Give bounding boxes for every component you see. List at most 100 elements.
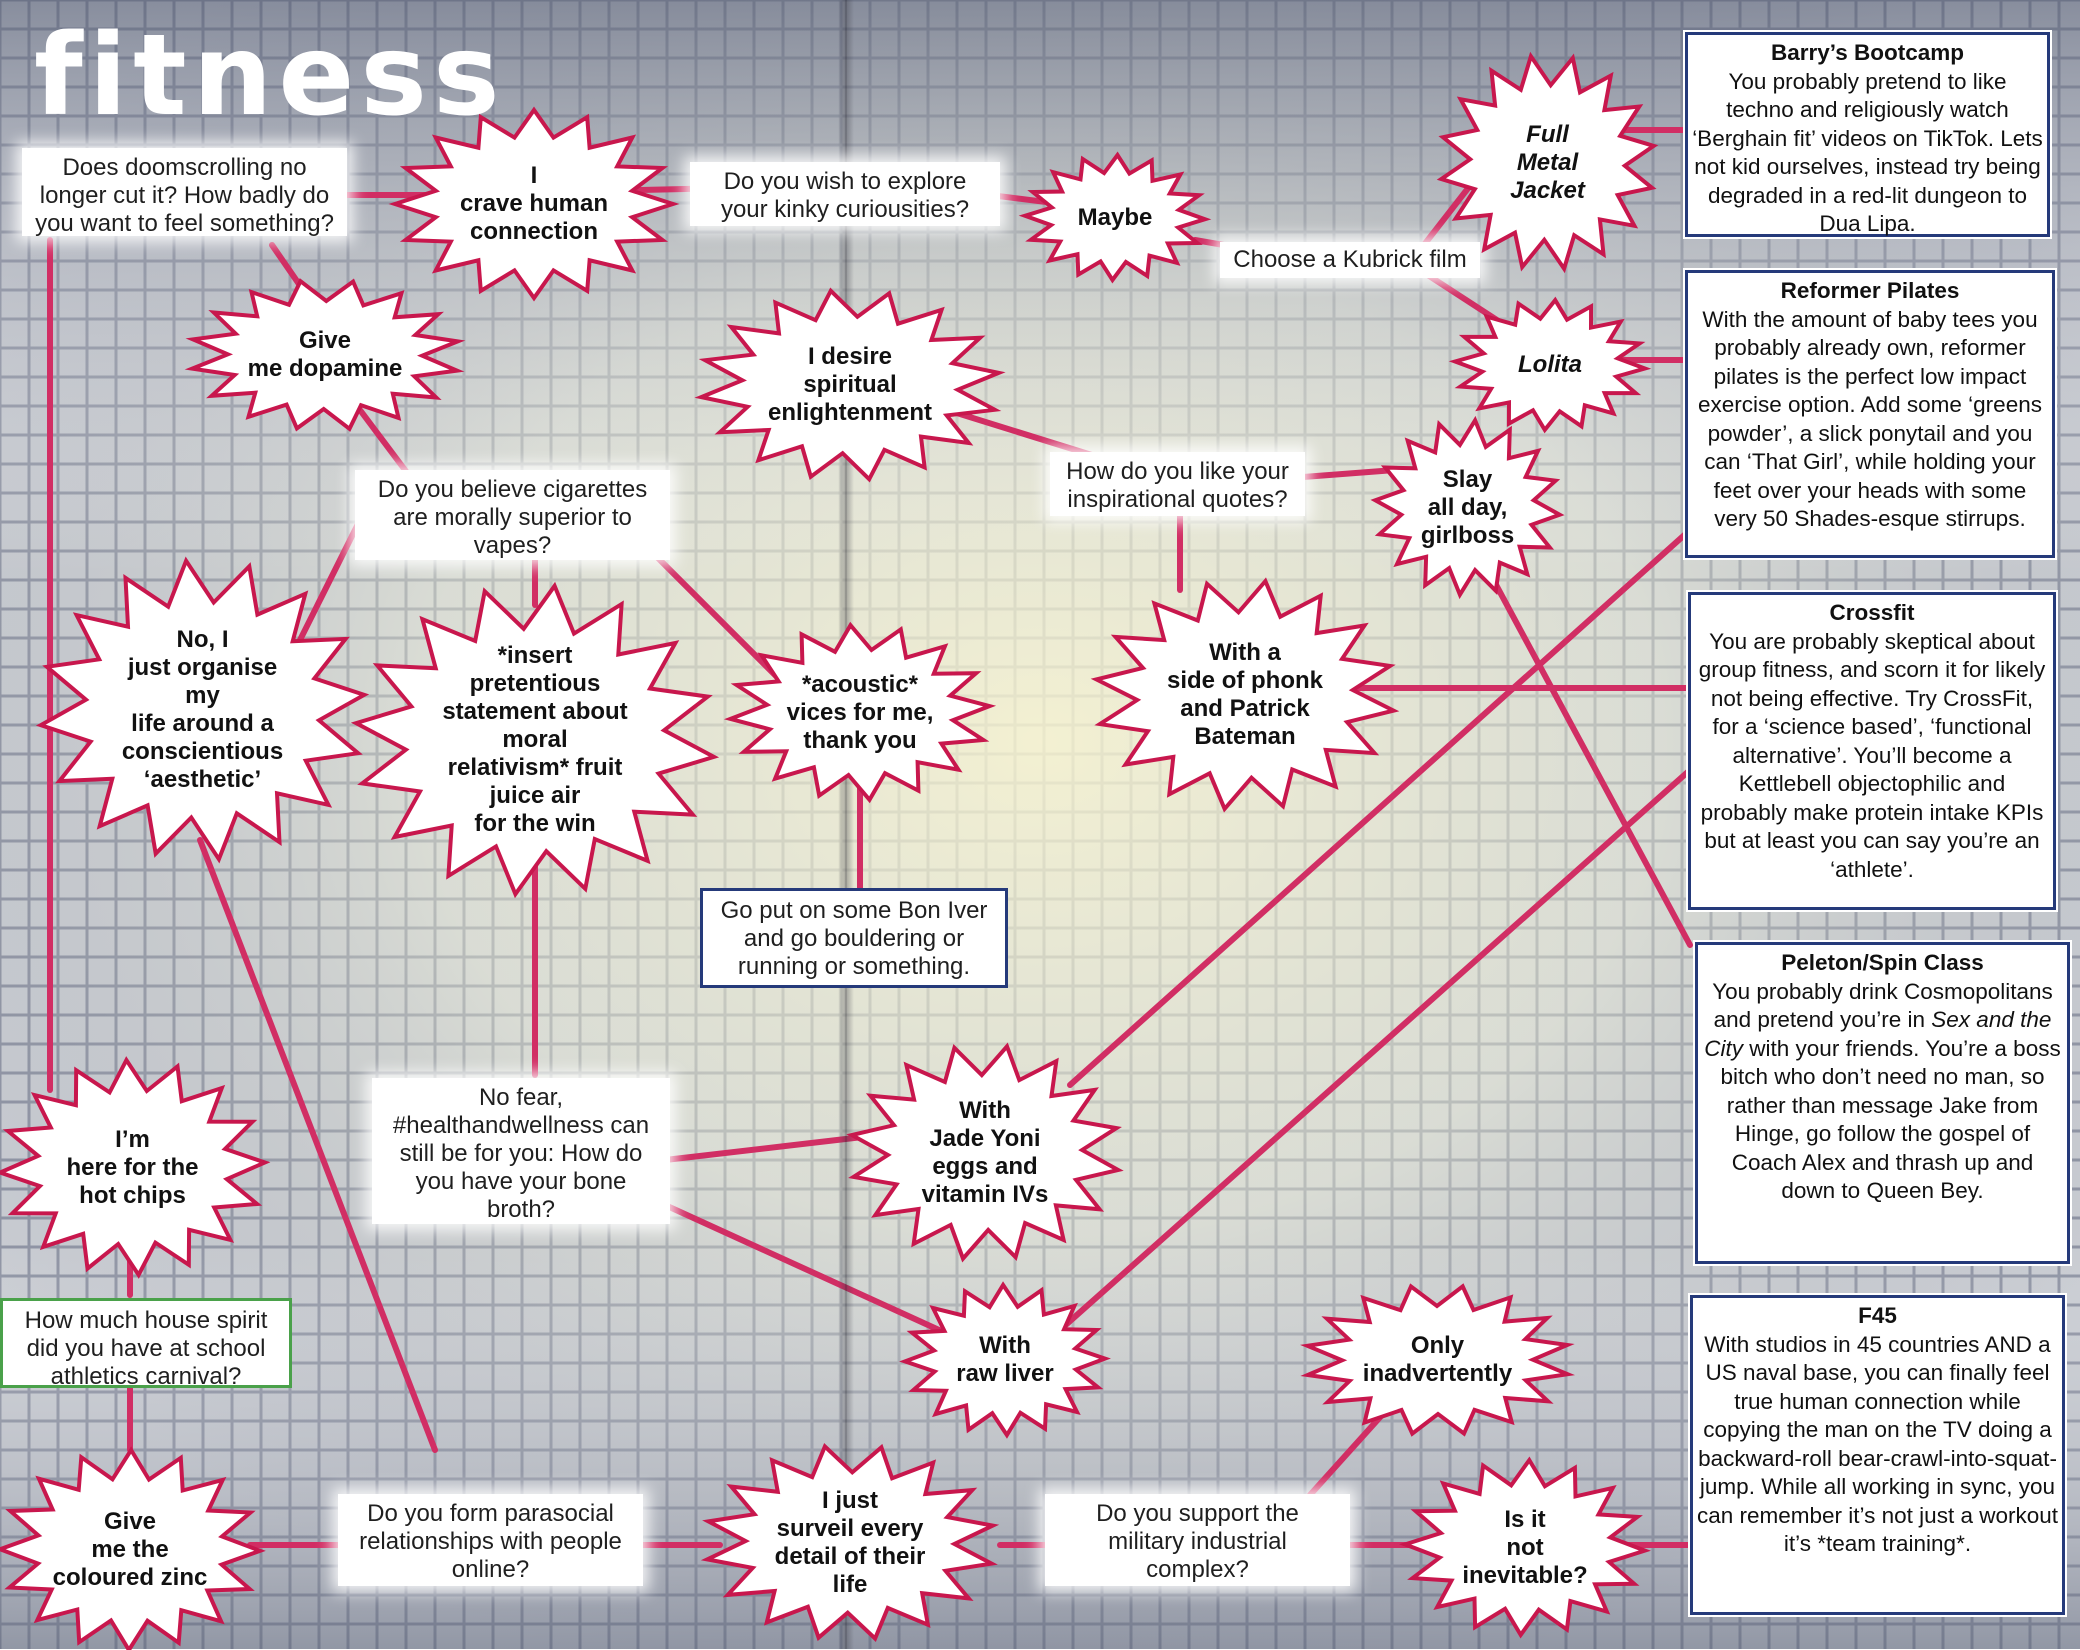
result-f45-body: With studios in 45 countries AND a US na… <box>1697 1331 2058 1557</box>
starburst-shape <box>1300 1283 1575 1437</box>
starburst-shape <box>1090 577 1400 813</box>
starburst-shape <box>1448 296 1652 434</box>
starburst-shape <box>1370 415 1565 600</box>
starburst-polygon <box>350 581 720 899</box>
starburst-polygon <box>1300 1283 1575 1437</box>
burst-phonk-bateman-label: With a side of phonk and Patrick Bateman <box>1167 639 1323 750</box>
question-bone-broth: No fear, #healthandwellness can still be… <box>372 1078 670 1224</box>
result-barrys-heading: Barry’s Bootcamp <box>1771 40 1964 65</box>
starburst-polygon <box>0 1056 271 1279</box>
starburst-polygon <box>1399 1456 1651 1639</box>
question-military: Do you support the military industrial c… <box>1045 1494 1350 1586</box>
result-peloton-body-2: with your friends. You’re a boss bitch w… <box>1720 1035 2061 1204</box>
starburst-polygon <box>899 1281 1111 1439</box>
question-house-spirit-text: How much house spirit did you have at sc… <box>24 1307 268 1390</box>
starburst-shape <box>899 1281 1111 1439</box>
burst-is-it-not-inevitable: Is it not inevitable? <box>1399 1456 1651 1639</box>
result-f45-heading: F45 <box>1858 1303 1897 1328</box>
starburst-polygon <box>0 1446 266 1650</box>
question-military-text: Do you support the military industrial c… <box>1096 1500 1299 1583</box>
starburst-polygon <box>35 556 370 864</box>
starburst-polygon <box>184 278 466 432</box>
starburst-shape <box>1018 151 1212 284</box>
question-bon-iver-text: Go put on some Bon Iver and go boulderin… <box>720 897 988 980</box>
burst-raw-liver-label: With raw liver <box>956 1332 1054 1387</box>
question-doomscroll: Does doomscrolling no longer cut it? How… <box>22 148 347 237</box>
question-bone-broth-text: No fear, #healthandwellness can still be… <box>392 1084 650 1223</box>
starburst-polygon <box>694 287 1006 483</box>
result-crossfit-body: You are probably skeptical about group f… <box>1698 628 2046 882</box>
burst-raw-liver: With raw liver <box>899 1281 1111 1439</box>
burst-acoustic-vices: *acoustic* vices for me, thank you <box>723 621 997 804</box>
burst-only-inadvertently-label: Only inadvertently <box>1362 1332 1513 1387</box>
burst-slay-girlboss-label: Slay all day, girlboss <box>1420 465 1515 549</box>
burst-phonk-bateman: With a side of phonk and Patrick Bateman <box>1090 577 1400 813</box>
question-bon-iver: Go put on some Bon Iver and go boulderin… <box>700 888 1008 988</box>
starburst-shape <box>184 278 466 432</box>
starburst-polygon <box>388 106 680 302</box>
burst-spiritual-enlightenment-label: I desire spiritual enlightenment <box>767 343 932 426</box>
starburst-polygon <box>846 1042 1124 1263</box>
result-peloton-body-1: You probably drink Cosmopolitans and pre… <box>1712 978 2053 1033</box>
page-title: fitness <box>34 11 506 141</box>
starburst-shape <box>388 106 680 302</box>
burst-moral-relativism-label: *insert pretentious statement about mora… <box>442 642 628 837</box>
burst-spiritual-enlightenment: I desire spiritual enlightenment <box>694 287 1006 483</box>
burst-lolita-label: Lolita <box>1518 351 1582 378</box>
question-kinky: Do you wish to explore your kinky curiou… <box>690 162 1000 226</box>
starburst-shape <box>1436 51 1659 274</box>
result-pilates-heading: Reformer Pilates <box>1780 278 1960 303</box>
burst-only-inadvertently: Only inadvertently <box>1300 1283 1575 1437</box>
starburst-shape <box>700 1443 1000 1642</box>
starburst-shape <box>694 287 1006 483</box>
starburst-shape <box>35 556 370 864</box>
starburst-polygon <box>1090 577 1400 813</box>
starburst-shape <box>0 1446 266 1650</box>
starburst-shape <box>350 581 720 899</box>
question-parasocial: Do you form parasocial relationships wit… <box>338 1494 643 1586</box>
starburst-polygon <box>700 1443 1000 1642</box>
burst-full-metal-jacket-label: Full Metal Jacket <box>1510 120 1585 204</box>
question-kubrick-text: Choose a Kubrick film <box>1233 246 1467 273</box>
result-peloton-spin: Peleton/Spin Class You probably drink Co… <box>1693 940 2072 1266</box>
result-reformer-pilates: Reformer Pilates With the amount of baby… <box>1683 268 2057 560</box>
starburst-shape <box>0 1056 271 1279</box>
result-barrys-body: You probably pretend to like techno and … <box>1692 68 2043 237</box>
starburst-shape <box>723 621 997 804</box>
burst-lolita: Lolita <box>1448 296 1652 434</box>
starburst-polygon <box>1370 415 1565 600</box>
burst-hot-chips: I’m here for the hot chips <box>0 1056 271 1279</box>
burst-surveil-details: I just surveil every detail of their lif… <box>700 1443 1000 1642</box>
burst-give-dopamine-label: Give me dopamine <box>247 327 403 382</box>
burst-full-metal-jacket: Full Metal Jacket <box>1436 51 1659 274</box>
burst-is-it-not-inevitable-label: Is it not inevitable? <box>1462 1505 1588 1589</box>
burst-surveil-details-label: I just surveil every detail of their lif… <box>774 1486 926 1598</box>
starburst-shape <box>1399 1456 1651 1639</box>
result-f45: F45 With studios in 45 countries AND a U… <box>1688 1293 2067 1617</box>
burst-acoustic-vices-label: *acoustic* vices for me, thank you <box>786 670 934 754</box>
result-barrys-bootcamp: Barry’s Bootcamp You probably pretend to… <box>1683 30 2052 239</box>
burst-coloured-zinc: Give me the coloured zinc <box>0 1446 266 1650</box>
burst-give-dopamine: Give me dopamine <box>184 278 466 432</box>
page-spine <box>838 0 854 1649</box>
burst-slay-girlboss: Slay all day, girlboss <box>1370 415 1565 600</box>
result-peloton-body-italic: Sex and the City <box>1704 1007 2052 1061</box>
question-kinky-text: Do you wish to explore your kinky curiou… <box>720 168 970 223</box>
result-crossfit: Crossfit You are probably skeptical abou… <box>1686 590 2058 912</box>
burst-maybe-label: Maybe <box>1077 203 1153 231</box>
burst-moral-relativism: *insert pretentious statement about mora… <box>350 581 720 899</box>
question-cigarettes-text: Do you believe cigarettes are morally su… <box>377 476 648 559</box>
question-cigarettes: Do you believe cigarettes are morally su… <box>355 470 670 560</box>
burst-jade-yoni: With Jade Yoni eggs and vitamin IVs <box>846 1042 1124 1263</box>
burst-jade-yoni-label: With Jade Yoni eggs and vitamin IVs <box>921 1096 1049 1208</box>
starburst-polygon <box>1448 296 1652 434</box>
burst-crave-connection: I crave human connection <box>388 106 680 302</box>
burst-organise-aesthetic: No, I just organise my life around a con… <box>35 556 370 864</box>
starburst-polygon <box>723 621 997 804</box>
question-doomscroll-text: Does doomscrolling no longer cut it? How… <box>35 154 334 237</box>
burst-maybe: Maybe <box>1018 151 1212 284</box>
question-quotes-text: How do you like your inspirational quote… <box>1066 458 1289 513</box>
burst-hot-chips-label: I’m here for the hot chips <box>66 1125 199 1209</box>
question-parasocial-text: Do you form parasocial relationships wit… <box>359 1500 622 1583</box>
burst-organise-aesthetic-label: No, I just organise my life around a con… <box>121 626 284 793</box>
